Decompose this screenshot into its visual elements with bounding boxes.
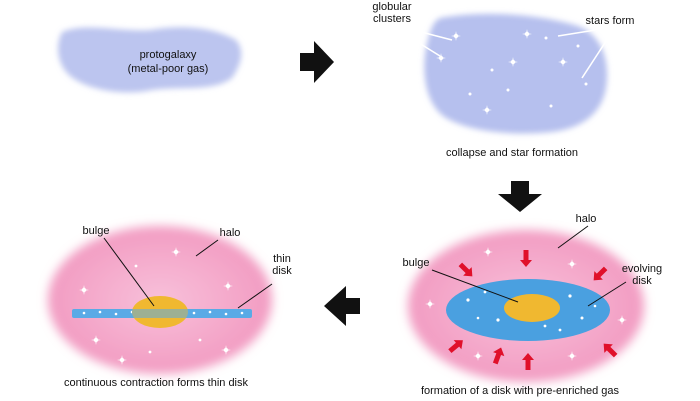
thin-disk-overlay xyxy=(132,309,188,318)
bulge-ellipse xyxy=(504,294,560,322)
stars-form-label: stars form xyxy=(586,15,635,27)
disk-stars xyxy=(466,290,597,332)
collapse-caption: collapse and star formation xyxy=(446,147,578,159)
disk-formation-panel: bulge halo evolving disk formation of a … xyxy=(403,213,663,397)
left-arrow-icon xyxy=(324,286,360,326)
halo-label: halo xyxy=(220,227,241,239)
globular-sublabel: clusters xyxy=(373,13,411,25)
leader-lines xyxy=(397,25,613,79)
protogalaxy-panel: protogalaxy (metal-poor gas) xyxy=(58,27,242,93)
collapse-cloud xyxy=(424,13,608,134)
small-stars xyxy=(468,36,588,108)
protogalaxy-sublabel: (metal-poor gas) xyxy=(128,63,209,75)
inflow-arrow-icon xyxy=(448,250,618,370)
leader-lines xyxy=(431,225,627,307)
globular-label: globular xyxy=(372,1,411,13)
disk-formation-caption: formation of a disk with pre-enriched ga… xyxy=(421,385,620,397)
protogalaxy-label: protogalaxy xyxy=(140,49,197,61)
right-arrow-icon xyxy=(300,41,334,83)
thin-disk-caption: continuous contraction forms thin disk xyxy=(64,377,249,389)
evolving-sublabel: disk xyxy=(632,275,652,287)
bulge-label: bulge xyxy=(403,257,430,269)
small-stars xyxy=(134,264,202,354)
protogalaxy-cloud xyxy=(58,27,242,93)
thin-disk-panel: bulge halo thin disk continuous contract… xyxy=(48,225,292,389)
collapse-panel: globular clusters stars form collapse an… xyxy=(372,1,634,159)
halo-label: halo xyxy=(576,213,597,225)
evolving-label: evolving xyxy=(622,263,662,275)
thin-label: thin xyxy=(273,253,291,265)
bulge-label: bulge xyxy=(83,225,110,237)
leader-lines xyxy=(103,237,273,309)
thin-sublabel: disk xyxy=(272,265,292,277)
down-arrow-icon xyxy=(498,181,542,212)
